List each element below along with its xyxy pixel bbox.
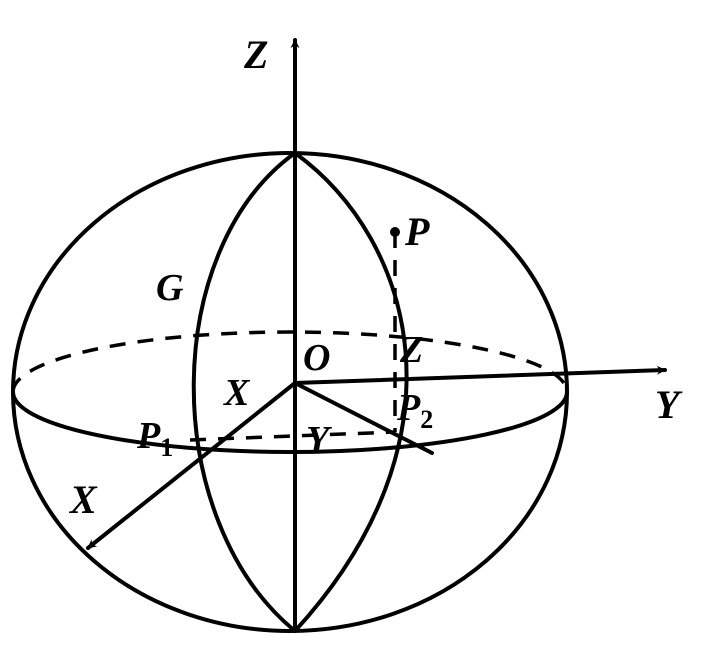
- meridian-right: [293, 151, 409, 633]
- label-point-p2: P2: [396, 387, 433, 434]
- label-axis-z: Z: [243, 32, 268, 77]
- label-axis-y: Y: [655, 382, 683, 427]
- label-coord-z: Z: [399, 329, 423, 371]
- label-point-g: G: [156, 267, 184, 309]
- x-axis: [86, 381, 297, 550]
- projection-p1-p2: [189, 430, 396, 442]
- label-point-p: P: [404, 209, 430, 254]
- label-point-p1: P1: [136, 415, 173, 462]
- point-p-dot: [390, 227, 400, 237]
- label-axis-x: X: [68, 477, 98, 522]
- y-axis: [293, 365, 667, 385]
- equator-back: [11, 330, 569, 393]
- meridian-left: [191, 151, 297, 633]
- label-coord-y: Y: [306, 419, 333, 461]
- ellipsoid-outline: [11, 151, 569, 633]
- equator-front: [11, 390, 569, 454]
- label-coord-x: X: [223, 372, 251, 414]
- segment-o-p2: [293, 381, 434, 455]
- label-origin: O: [303, 337, 330, 379]
